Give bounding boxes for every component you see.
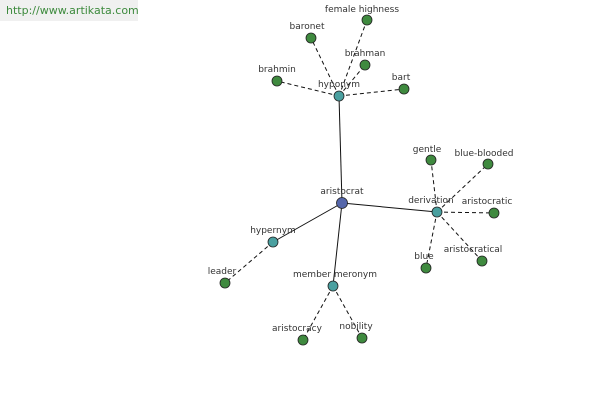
label-member-meronym[interactable]: member meronym <box>293 270 377 280</box>
node-aristocrat[interactable] <box>336 197 348 209</box>
edge-hypernym-to-leader <box>224 241 274 284</box>
node-hypernym[interactable] <box>267 236 279 248</box>
node-brahman[interactable] <box>359 59 371 71</box>
edge-hyponym-to-bart <box>338 88 405 97</box>
label-nobility[interactable]: nobility <box>339 322 373 332</box>
label-aristocratic[interactable]: aristocratic <box>462 197 513 207</box>
edge-aristocrat-to-hyponym <box>338 95 343 204</box>
edge-aristocrat-to-derivation <box>341 202 438 213</box>
edges-layer <box>224 19 495 341</box>
edge-derivation-to-blue <box>425 211 438 269</box>
edge-member-meronym-to-aristocracy <box>302 285 334 341</box>
node-blue-blooded[interactable] <box>482 158 494 170</box>
node-leader[interactable] <box>219 277 231 289</box>
site-url-banner[interactable]: http://www.artikata.com <box>0 0 139 21</box>
edge-aristocrat-to-member-meronym <box>332 202 343 287</box>
node-hyponym[interactable] <box>333 90 345 102</box>
label-blue[interactable]: blue <box>414 252 434 262</box>
node-aristocracy[interactable] <box>297 334 309 346</box>
label-leader[interactable]: leader <box>208 267 237 277</box>
edge-aristocrat-to-hypernym <box>272 202 343 243</box>
edge-hyponym-to-baronet <box>310 37 340 97</box>
edge-member-meronym-to-nobility <box>332 285 363 339</box>
node-aristocratical[interactable] <box>476 255 488 267</box>
label-aristocratical[interactable]: aristocratical <box>444 245 503 255</box>
node-aristocratic[interactable] <box>488 207 500 219</box>
labels-layer: aristocrat hyponym derivation hypernym membe… <box>208 5 514 334</box>
node-bart[interactable] <box>398 83 410 95</box>
label-female-highness[interactable]: female highness <box>325 5 399 15</box>
edge-derivation-to-gentle <box>430 159 438 213</box>
nodes-layer <box>219 14 500 346</box>
node-female-highness[interactable] <box>361 14 373 26</box>
edge-derivation-to-blue-blooded <box>436 163 489 213</box>
label-bart[interactable]: bart <box>392 73 411 83</box>
node-derivation[interactable] <box>431 206 443 218</box>
label-derivation[interactable]: derivation <box>408 196 454 206</box>
label-brahman[interactable]: brahman <box>345 49 386 59</box>
node-blue[interactable] <box>420 262 432 274</box>
node-brahmin[interactable] <box>271 75 283 87</box>
edge-derivation-to-aristocratic <box>436 211 495 214</box>
label-blue-blooded[interactable]: blue-blooded <box>455 149 514 159</box>
label-hypernym[interactable]: hypernym <box>250 226 296 236</box>
label-brahmin[interactable]: brahmin <box>258 65 296 75</box>
label-hyponym[interactable]: hyponym <box>318 80 360 90</box>
node-baronet[interactable] <box>305 32 317 44</box>
node-nobility[interactable] <box>356 332 368 344</box>
node-member-meronym[interactable] <box>327 280 339 292</box>
label-gentle[interactable]: gentle <box>413 145 442 155</box>
label-aristocracy[interactable]: aristocracy <box>272 324 323 334</box>
edge-hyponym-to-brahmin <box>276 80 340 97</box>
label-aristocrat[interactable]: aristocrat <box>320 187 364 197</box>
node-gentle[interactable] <box>425 154 437 166</box>
label-baronet[interactable]: baronet <box>289 22 324 32</box>
